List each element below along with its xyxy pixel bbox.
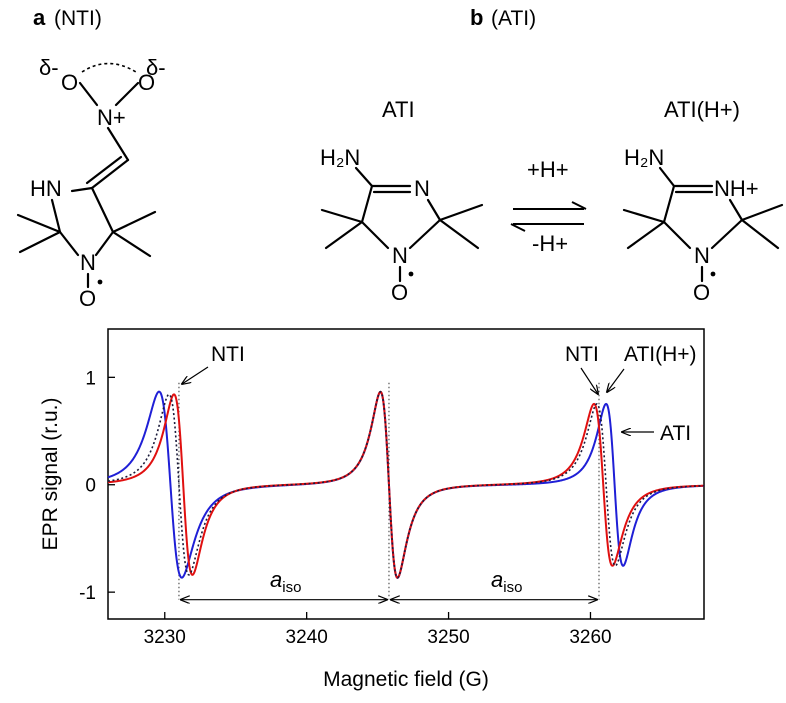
nitro-oxygen-right: O [138, 70, 155, 95]
aiso-right-main: a [491, 567, 503, 592]
ati-h-bond-c2-n1 [710, 218, 744, 250]
series-layer [107, 390, 705, 579]
ati-bond-c5-n1 [360, 220, 390, 250]
ring-nitrogen: N [80, 250, 96, 275]
ati-h-methyl-c2-a [740, 203, 784, 222]
nitro-delocalized-bond [81, 62, 137, 73]
ati-h-methyl-c2-b [740, 218, 780, 250]
methyl-c5-a [111, 210, 157, 234]
panel-a-letter: a [33, 5, 46, 30]
ati-h-methyl-c5-b [626, 220, 666, 250]
ati-h-bond-c5-n1 [662, 220, 692, 250]
ati-title: ATI [382, 97, 415, 122]
panel-b-letter: b [470, 5, 483, 30]
bond-c4-c5 [90, 186, 115, 234]
ati-h-nitroxide-oxygen: O [693, 280, 710, 305]
annotation-arrow-nti-right [580, 367, 598, 394]
x-axis-label: Magnetic field (G) [323, 668, 489, 691]
ati-methyl-c2-a [438, 203, 484, 222]
annotation-nti-right: NTI [565, 343, 599, 366]
annotation-nti-left: NTI [211, 343, 245, 366]
ati-h-amino-group: H₂N [624, 145, 664, 170]
forward-arrow-head [571, 201, 587, 210]
ati-h-ring-nitrogen: N [694, 243, 710, 268]
annotation-arrow-ati-h [607, 368, 625, 392]
x-tick-label-2: 3250 [427, 627, 469, 648]
bond-c5-n1 [94, 230, 115, 257]
ati-h-bond-nh2-c4 [658, 166, 676, 188]
ati-methyl-c5-a [320, 208, 364, 224]
ati-h-title: ATI(H+) [664, 97, 740, 122]
plot-frame [107, 328, 705, 620]
panel-a-title: (NTI) [54, 7, 102, 30]
protonation-label: +H+ [527, 157, 569, 182]
ati-nitroxide-oxygen: O [391, 280, 408, 305]
reverse-arrow-head [510, 223, 526, 232]
nitroxide-oxygen: O [79, 286, 96, 311]
bond-o-n-left [78, 81, 99, 107]
deprotonation-label: -H+ [532, 231, 568, 256]
x-tick-label-1: 3240 [286, 627, 328, 648]
methyl-c5-b [111, 230, 152, 258]
ati-h-bond-n3-c2 [728, 198, 744, 222]
x-tick-label-3: 3260 [569, 627, 611, 648]
bond-c2-n1 [58, 230, 80, 257]
aiso-label-right: aiso [491, 567, 522, 596]
series-red-line [107, 390, 705, 579]
nitro-nitrogen: N+ [97, 105, 126, 130]
aiso-right-sub: iso [503, 579, 522, 596]
ati-bond-c4-c5 [360, 184, 374, 224]
ati-methyl-c5-b [324, 220, 364, 250]
bond-o-n-right [114, 81, 140, 107]
methyl-c2-a [16, 213, 62, 234]
ati-h-iminium-group: NH+ [714, 176, 759, 201]
x-tick-label-0: 3230 [144, 627, 186, 648]
panel-b-title: (ATI) [491, 7, 536, 30]
panel-b-structures: b (ATI) ATI ATI(H+) H₂N N N O +H+ -H+ H₂… [320, 5, 784, 305]
ati-imine-nitrogen: N [414, 176, 430, 201]
delta-right-label: δ- [146, 55, 166, 80]
ati-bond-n3-c2 [426, 198, 442, 222]
ati-bond-c2-n1 [408, 218, 442, 250]
annotation-arrow-nti-left [182, 366, 209, 384]
methyl-c2-b [18, 230, 62, 254]
aiso-label-left: aiso [270, 567, 301, 596]
bond-hn-c4 [70, 186, 94, 193]
ati-radical-dot [408, 271, 414, 277]
ring-nh-left: HN [30, 176, 62, 201]
ati-amino-group: H₂N [320, 145, 360, 170]
ati-bond-nh2-c4 [354, 166, 374, 188]
annotation-ati: ATI [660, 422, 691, 445]
ati-h-radical-dot [710, 271, 716, 277]
aiso-left-main: a [270, 567, 282, 592]
radical-dot-a [97, 279, 103, 285]
double-bond-ch-c4 [85, 155, 123, 185]
annotation-ati-h: ATI(H+) [624, 343, 697, 366]
y-axis-label: EPR signal (r.u.) [39, 398, 62, 551]
ati-ring-nitrogen: N [392, 243, 408, 268]
y-tick-label-2: 1 [85, 368, 96, 389]
ati-h-methyl-c5-a [622, 208, 666, 224]
delta-left-label: δ- [39, 55, 59, 80]
ticks-layer: 3230 3240 3250 3260 -1 0 1 [79, 368, 612, 648]
bond-hn-c2 [50, 198, 62, 234]
nitro-oxygen-left: O [61, 70, 78, 95]
aiso-left-sub: iso [282, 579, 301, 596]
bond-ch-c4 [90, 158, 130, 190]
ati-h-bond-c4-c5 [662, 184, 676, 224]
panel-a-structure: a (NTI) δ- δ- O O N+ HN N O [16, 5, 166, 311]
bond-n-ch [106, 126, 130, 162]
ati-methyl-c2-b [438, 218, 480, 250]
y-tick-label-1: 0 [85, 476, 96, 497]
y-tick-label-0: -1 [79, 583, 96, 604]
